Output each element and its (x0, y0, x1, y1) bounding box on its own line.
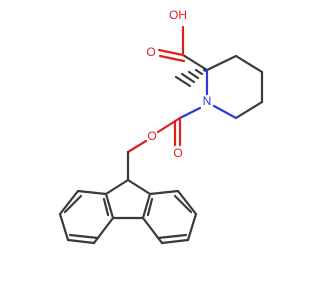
bond-carbamate-c-ester-o (156, 116, 182, 134)
ester-oxygen-label: O (147, 129, 156, 143)
fluorene-right-benzene (141, 189, 198, 245)
bond-n-carbonyl (178, 106, 202, 120)
ring-bond-c6-n (212, 104, 238, 120)
bond-c-double-o-1 (157, 48, 185, 57)
bond-ester-o-ch2 (126, 139, 148, 154)
bond-c-double-o-2 (158, 54, 186, 63)
fluorene-left-benzene (58, 189, 115, 245)
bond-carboxyl-carbon-alpha (181, 53, 209, 72)
fluorene-c9-left (104, 178, 130, 196)
molecule-diagram: OH O N O O (58, 8, 264, 245)
nitrogen-label: N (203, 94, 212, 108)
carboxyl-oxygen-label: O (146, 45, 155, 59)
carbamate-oxygen-label: O (173, 146, 182, 160)
ring-bond-c2-c3 (205, 54, 238, 72)
ring-bond-c3-c4 (234, 54, 264, 74)
fluorene-c9-right (126, 178, 152, 196)
methyl-hash-wedge (174, 68, 208, 88)
structure-svg: OH O N O O (58, 8, 264, 245)
hydroxyl-label: OH (169, 8, 187, 22)
ring-bond-c5-c6 (234, 100, 264, 120)
